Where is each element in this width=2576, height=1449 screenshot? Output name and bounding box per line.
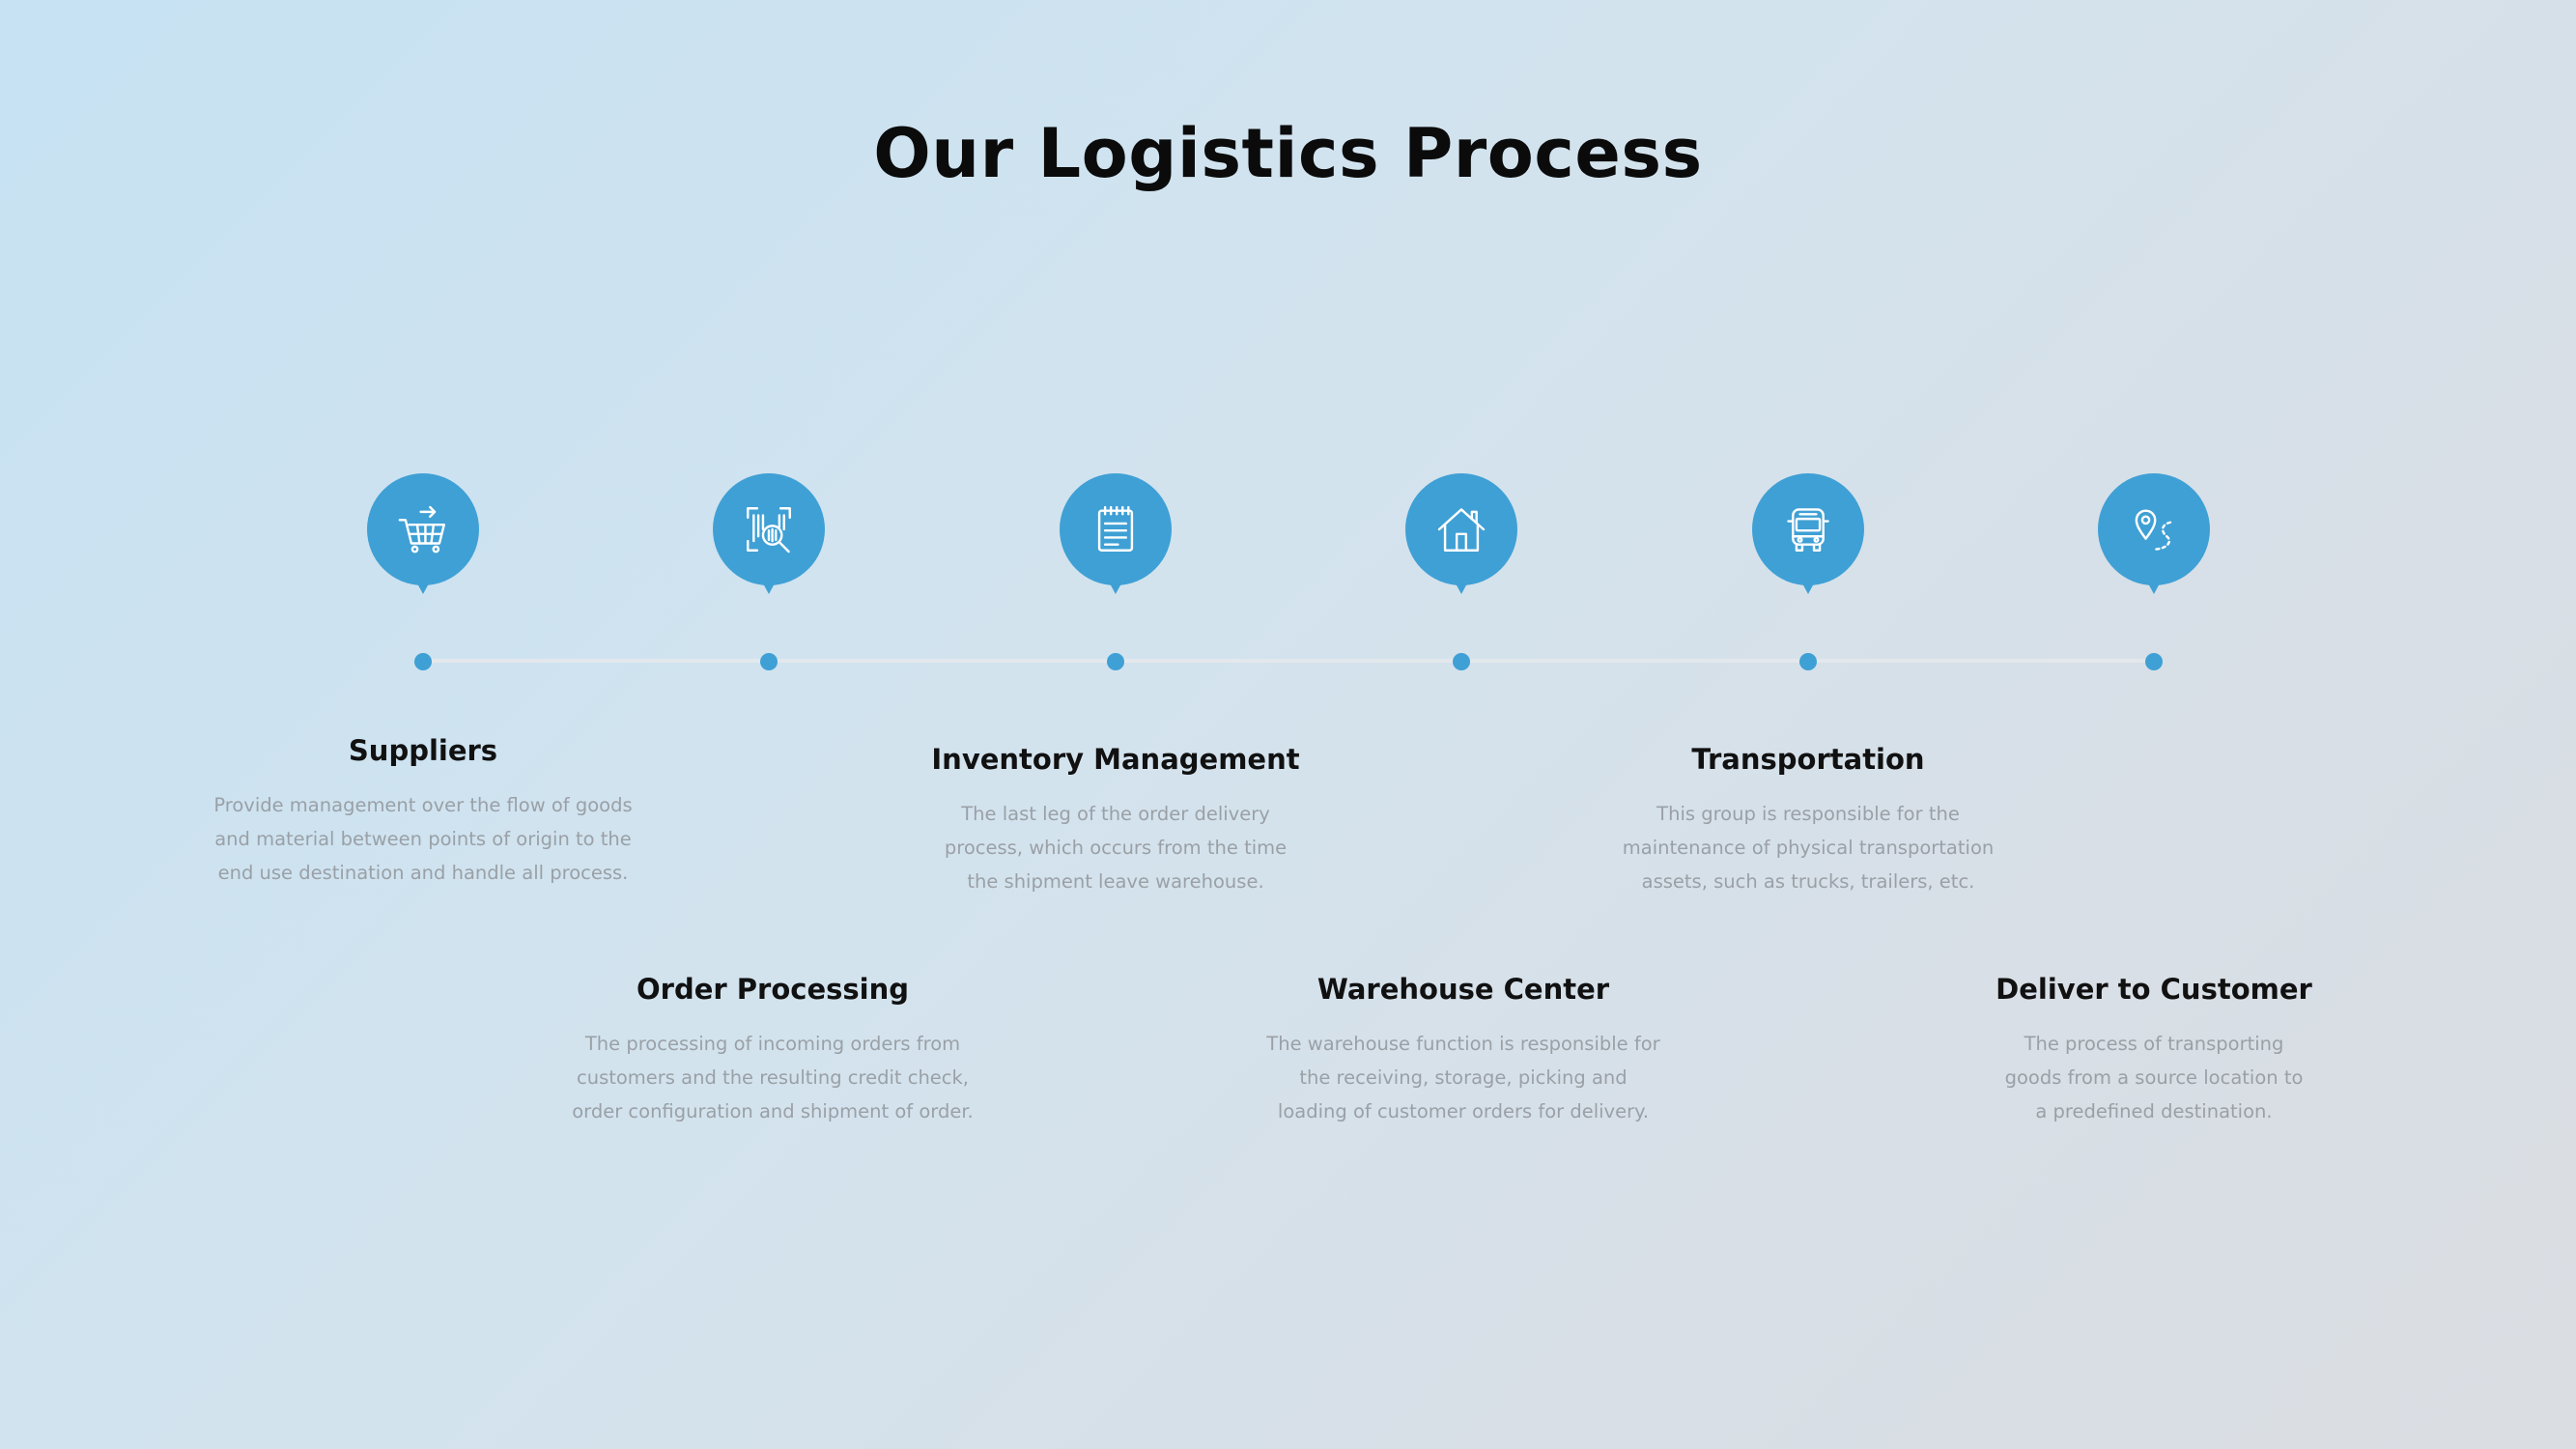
pin-tip [411, 573, 435, 594]
pin-suppliers [367, 473, 479, 585]
step-description: Provide management over the flow of good… [213, 794, 633, 884]
step-warehouse-center: Warehouse Center The warehouse function … [1241, 973, 1685, 1128]
bus-icon [1787, 508, 1829, 552]
step-title: Deliver to Customer [1996, 973, 2312, 1006]
step-title: Order Processing [637, 973, 909, 1006]
step-title: Warehouse Center [1316, 973, 1610, 1006]
step-title: Suppliers [348, 734, 498, 767]
pin-inventory-management [1060, 473, 1172, 585]
notepad-icon [1097, 505, 1134, 552]
step-title: Inventory Management [931, 743, 1300, 776]
step-description: The last leg of the order delivery proce… [944, 803, 1288, 893]
warehouse-icon [1437, 508, 1486, 552]
pin-tip [757, 573, 780, 594]
timeline-dot-order-processing [760, 653, 778, 670]
step-description: The processing of incoming orders from c… [572, 1033, 974, 1122]
step-inventory-management: Inventory Management The last leg of the… [893, 743, 1338, 898]
barcode-search-icon [747, 507, 791, 554]
pin-tip [1797, 573, 1820, 594]
step-description: This group is responsible for the mainte… [1622, 803, 1995, 893]
page-title: Our Logistics Process [873, 114, 1703, 193]
pin-warehouse-center [1405, 473, 1517, 585]
pin-tip [1450, 573, 1473, 594]
timeline-dot-warehouse-center [1453, 653, 1470, 670]
step-suppliers: Suppliers Provide management over the fl… [201, 734, 645, 890]
step-description: The process of transporting goods from a… [2004, 1033, 2304, 1122]
pin-tip [1104, 573, 1127, 594]
pin-deliver-to-customer [2098, 473, 2210, 585]
step-description: The warehouse function is responsible fo… [1266, 1033, 1660, 1122]
location-route-icon [2135, 509, 2172, 551]
pin-order-processing [713, 473, 825, 585]
step-order-processing: Order Processing The processing of incom… [551, 973, 995, 1128]
timeline-dot-inventory-management [1107, 653, 1124, 670]
timeline-dot-deliver-to-customer [2145, 653, 2163, 670]
timeline-line [423, 659, 2156, 663]
step-transportation: Transportation This group is responsible… [1586, 743, 2030, 898]
timeline-dot-transportation [1799, 653, 1817, 670]
step-deliver-to-customer: Deliver to Customer The process of trans… [1932, 973, 2376, 1128]
pin-tip [2142, 573, 2166, 594]
step-title: Transportation [1691, 743, 1925, 776]
pin-transportation [1752, 473, 1864, 585]
timeline-dot-suppliers [414, 653, 432, 670]
shopping-cart-icon [398, 505, 445, 554]
